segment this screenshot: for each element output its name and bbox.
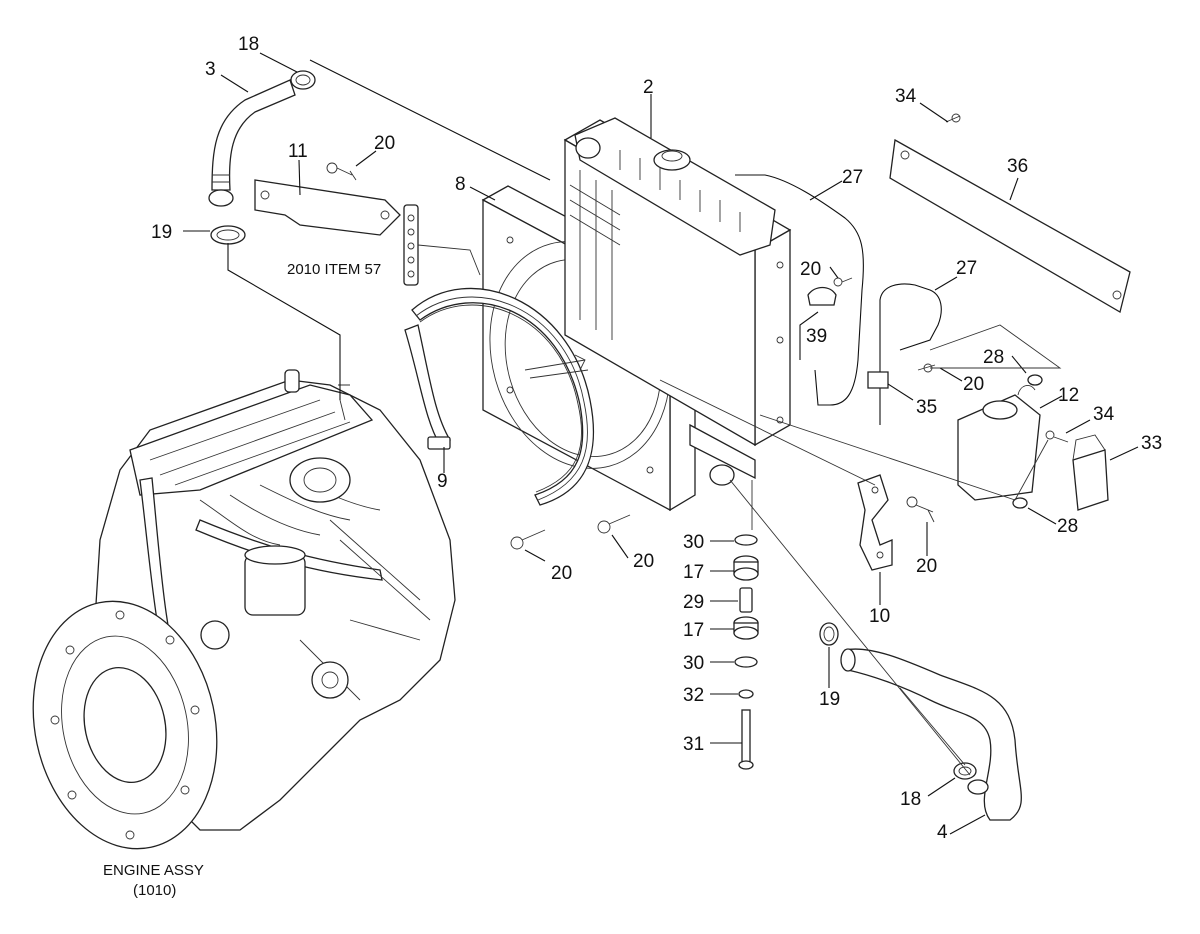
bracket-10: [857, 474, 935, 571]
callout-32: 32: [683, 685, 704, 706]
bolt-31: [738, 709, 754, 770]
callout-10: 10: [869, 606, 890, 627]
lower-hose-4: [840, 648, 1022, 821]
callout-8: 8: [455, 174, 466, 195]
callout-3: 3: [205, 59, 216, 80]
callout-33: 33: [1141, 433, 1162, 454]
callout-20-bracket: 20: [916, 556, 937, 577]
callout-20-tube: 20: [800, 259, 821, 280]
callout-12: 12: [1058, 385, 1079, 406]
engine-assy-code: (1010): [133, 882, 176, 899]
engine-assy-title: ENGINE ASSY: [103, 862, 204, 879]
callout-34-lower: 34: [1093, 404, 1115, 425]
overflow-tube-27a: [735, 174, 864, 406]
callout-labels: 18 3 20 11 8 2 34 36 27 19 20 27 39 28 2…: [103, 34, 1162, 899]
bolt-20-mid: [597, 514, 631, 534]
bolt-34-lower: [1045, 430, 1069, 443]
callout-9: 9: [437, 471, 448, 492]
mount-stack: [733, 534, 759, 770]
strip-36: [889, 113, 1131, 313]
callout-27-lower: 27: [956, 258, 977, 279]
coolant-tube-coil-9: [404, 287, 595, 506]
clip-35: [867, 363, 936, 389]
callout-19-upper: 19: [151, 222, 172, 243]
callout-20-mid: 20: [633, 551, 654, 572]
bolt-20-left: [510, 529, 546, 550]
reserve-tank-12: [957, 384, 1041, 501]
engine-assembly: [32, 369, 456, 850]
clamp-19-upper: [210, 225, 246, 245]
callout-17-upper: 17: [683, 562, 704, 583]
callout-18-upper: 18: [238, 34, 259, 55]
callout-27-upper: 27: [842, 167, 863, 188]
callout-28-upper: 28: [983, 347, 1004, 368]
clamp-19-lower: [819, 622, 839, 646]
cap-28-upper: [1027, 374, 1043, 386]
leader-lines: [183, 52, 1139, 835]
callout-20-upper: 20: [374, 133, 395, 154]
callout-36: 36: [1007, 156, 1028, 177]
callout-28-lower: 28: [1057, 516, 1078, 537]
callout-20-clip: 20: [963, 374, 984, 395]
callout-39: 39: [806, 326, 827, 347]
clamp-18-upper: [290, 70, 316, 90]
callout-29: 29: [683, 592, 704, 613]
cap-28-lower: [1012, 497, 1028, 509]
bracket-33: [1072, 434, 1109, 511]
cushion-17-lower: [733, 616, 759, 640]
callout-11: 11: [288, 141, 308, 162]
cushion-17-upper: [733, 555, 759, 581]
callout-19-lower: 19: [819, 689, 840, 710]
upper-hose: [208, 79, 296, 207]
callout-20-left: 20: [551, 563, 572, 584]
bracket-11: [254, 162, 419, 286]
radiator-2: [563, 117, 792, 486]
callout-31: 31: [683, 734, 704, 755]
callout-18-lower: 18: [900, 789, 921, 810]
callout-30-upper: 30: [683, 532, 704, 553]
callout-4: 4: [937, 822, 948, 843]
clamp-18-lower: [953, 762, 977, 780]
overflow-tube-27b: [879, 283, 942, 425]
callout-35: 35: [916, 397, 937, 418]
callout-34-upper: 34: [895, 86, 917, 107]
callout-2: 2: [643, 77, 654, 98]
callout-17-lower: 17: [683, 620, 704, 641]
item-reference-note: 2010 ITEM 57: [287, 261, 381, 278]
clamp-39: [807, 277, 853, 306]
callout-30-lower: 30: [683, 653, 704, 674]
